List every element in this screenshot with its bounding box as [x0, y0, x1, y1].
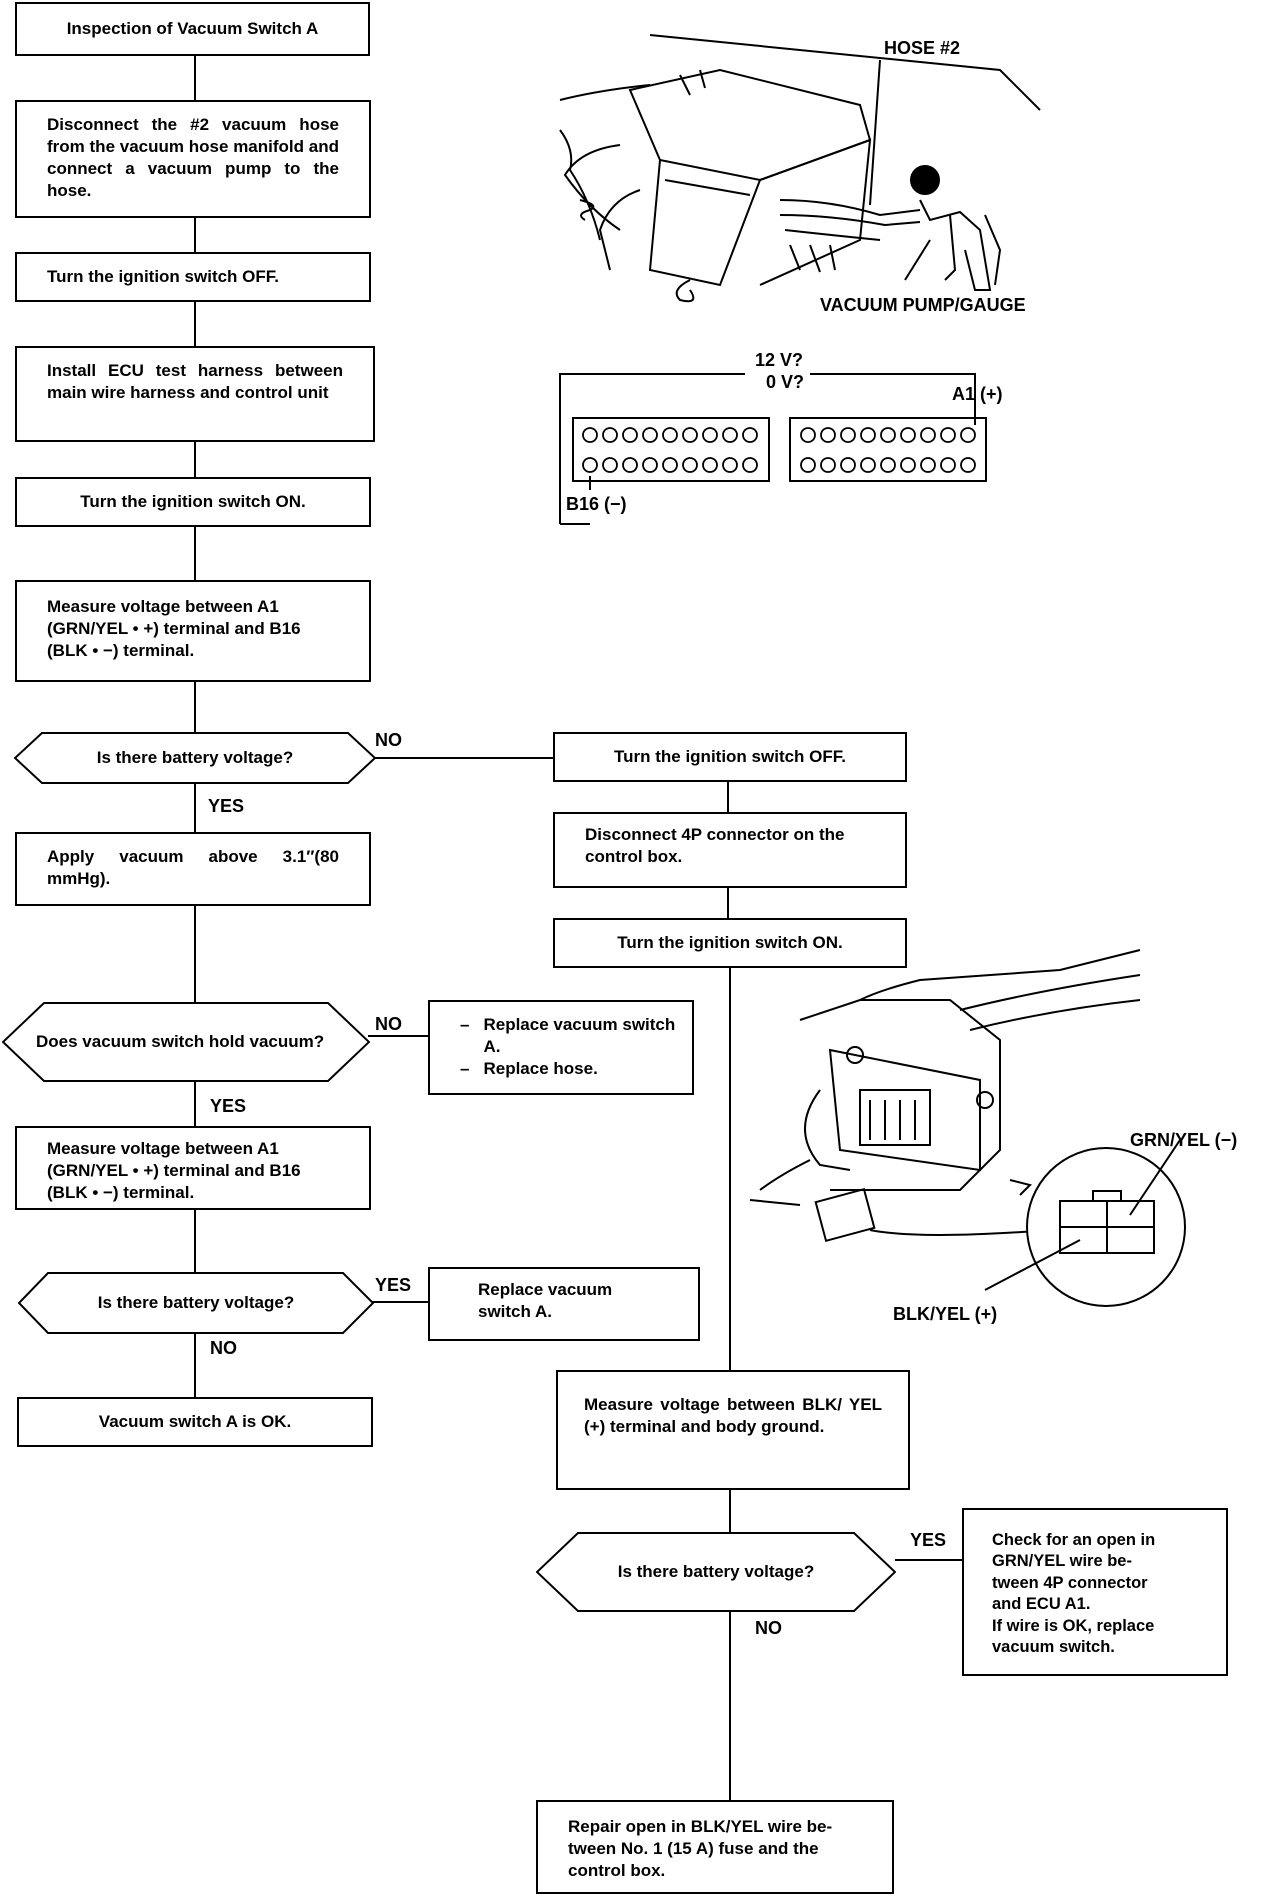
- check-open-wire-box: Check for an open in GRN/YEL wire be- tw…: [962, 1508, 1228, 1676]
- answer-no-1: NO: [375, 730, 402, 750]
- connector-pin: [622, 457, 638, 473]
- label-b16-minus: B16 (−): [566, 494, 627, 514]
- connector-pin: [900, 457, 916, 473]
- connector-pin: [860, 427, 876, 443]
- step-ignition-off-left: Turn the ignition switch OFF.: [15, 252, 371, 302]
- connector-pin: [960, 427, 976, 443]
- label-hose-2: HOSE #2: [884, 38, 961, 58]
- step-measure-blk-yel: Measure voltage between BLK/ YEL (+) ter…: [556, 1370, 910, 1490]
- connector-pin: [702, 457, 718, 473]
- step-disconnect-4p: Disconnect 4P connector on the control b…: [553, 812, 907, 888]
- connector-pin: [722, 457, 738, 473]
- connector-pin: [642, 457, 658, 473]
- replace-item-1: –Replace vacuum switch A.: [460, 1015, 676, 1057]
- decision-hold-vacuum: Does vacuum switch hold vacuum?: [36, 1031, 325, 1051]
- step-ignition-off-right: Turn the ignition switch OFF.: [553, 732, 907, 782]
- connector-pin: [682, 457, 698, 473]
- connector-pin: [880, 457, 896, 473]
- replace-vacuum-switch-box: Replace vacuum switch A.: [428, 1267, 700, 1341]
- connector-pin: [622, 427, 638, 443]
- connector-pin: [800, 457, 816, 473]
- connector-pin: [642, 427, 658, 443]
- decision-battery-voltage-1-shape: [14, 732, 376, 784]
- connector-pin: [820, 457, 836, 473]
- step-apply-vacuum: Apply vacuum above 3.1″(80 mmHg).: [15, 832, 371, 906]
- step-ignition-on-right: Turn the ignition switch ON.: [553, 918, 907, 968]
- control-box-pump-illustration: [559, 34, 1041, 303]
- step-measure-voltage-1: Measure voltage between A1 (GRN/YEL • +)…: [15, 580, 371, 682]
- label-blk-yel-plus: BLK/YEL (+): [893, 1304, 998, 1324]
- answer-no-3: NO: [210, 1338, 237, 1358]
- step-install-harness: Install ECU test harness between main wi…: [15, 346, 375, 442]
- control-box-4p-illustration: [749, 949, 1186, 1307]
- title-inspection-box: Inspection of Vacuum Switch A: [15, 2, 370, 56]
- connector-pin: [662, 427, 678, 443]
- connector-pin: [900, 427, 916, 443]
- connector-pin: [702, 427, 718, 443]
- ecu-connector-diagram: [559, 373, 987, 525]
- connector-pin: [920, 427, 936, 443]
- connector-pin: [682, 427, 698, 443]
- connector-pin: [602, 457, 618, 473]
- label-a1-plus: A1 (+): [952, 384, 1003, 404]
- decision-battery-voltage-3-shape: [536, 1532, 896, 1612]
- connector-pin: [722, 427, 738, 443]
- answer-yes-2: YES: [210, 1096, 247, 1116]
- answer-yes-3: YES: [375, 1275, 412, 1295]
- step-measure-voltage-2: Measure voltage between A1 (GRN/YEL • +)…: [15, 1126, 371, 1210]
- connector-pin: [820, 427, 836, 443]
- connector-pin: [742, 457, 758, 473]
- connector-pin: [582, 457, 598, 473]
- decision-battery-voltage-3: Is there battery voltage?: [617, 1561, 815, 1581]
- connector-pin: [800, 427, 816, 443]
- connector-pin: [920, 457, 936, 473]
- connector-pin: [840, 427, 856, 443]
- connector-pin: [662, 457, 678, 473]
- connector-pin: [940, 427, 956, 443]
- connector-pins: [582, 427, 976, 473]
- connector-pin: [860, 457, 876, 473]
- connector-pin: [742, 427, 758, 443]
- answer-yes-1: YES: [208, 796, 245, 816]
- replace-item-2: –Replace hose.: [460, 1059, 598, 1079]
- decision-battery-voltage-2: Is there battery voltage?: [97, 1292, 295, 1312]
- connector-pin: [582, 427, 598, 443]
- answer-no-4: NO: [755, 1618, 782, 1638]
- replace-vacuum-hose-box: –Replace vacuum switch A. –Replace hose.: [428, 1000, 694, 1095]
- label-0v: 0 V?: [766, 372, 805, 392]
- connector-pin: [940, 457, 956, 473]
- step-ignition-on-left: Turn the ignition switch ON.: [15, 477, 371, 527]
- decision-battery-voltage-1: Is there battery voltage?: [96, 747, 294, 767]
- label-12v: 12 V?: [755, 350, 804, 370]
- label-grn-yel-minus: GRN/YEL (−): [1130, 1130, 1238, 1150]
- connector-pin: [602, 427, 618, 443]
- decision-battery-voltage-2-shape: [18, 1272, 374, 1334]
- result-switch-ok: Vacuum switch A is OK.: [17, 1397, 373, 1447]
- answer-no-2: NO: [375, 1014, 402, 1034]
- connector-pin: [840, 457, 856, 473]
- answer-yes-4: YES: [910, 1530, 947, 1550]
- connector-pin: [960, 457, 976, 473]
- step-disconnect-hose: Disconnect the #2 vacuum hose from the v…: [15, 100, 371, 218]
- label-vacuum-pump-gauge: VACUUM PUMP/GAUGE: [820, 295, 1026, 315]
- decision-hold-vacuum-shape: [2, 1002, 370, 1082]
- connector-pin: [880, 427, 896, 443]
- repair-open-wire-box: Repair open in BLK/YEL wire be- tween No…: [536, 1800, 894, 1894]
